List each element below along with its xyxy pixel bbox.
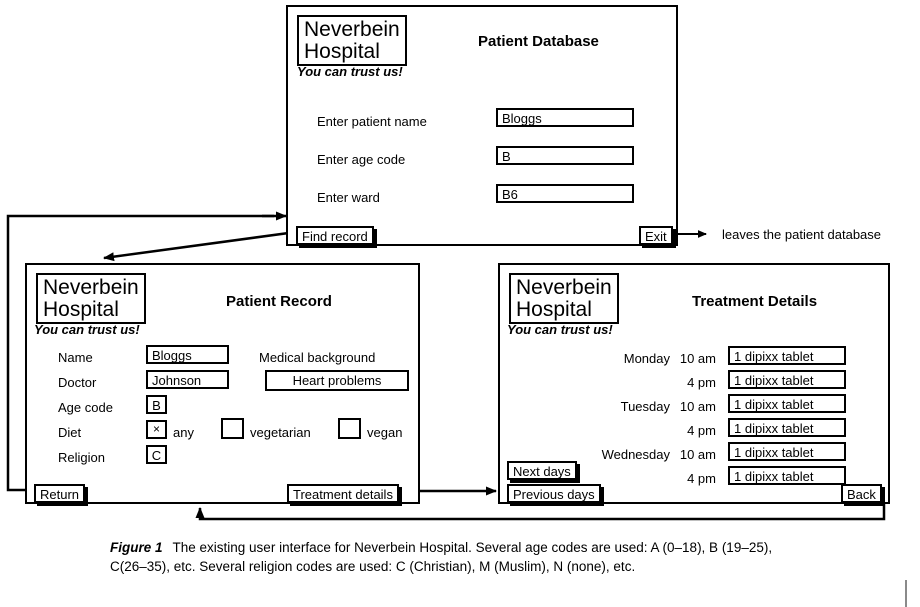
diet-any-checkbox[interactable]: × <box>146 420 167 439</box>
brand-line-2: Hospital <box>304 40 380 63</box>
exit-annotation: leaves the patient database <box>722 227 882 242</box>
treatment-details-button[interactable]: Treatment details <box>287 484 399 503</box>
find-record-button[interactable]: Find record <box>296 226 374 245</box>
schedule-time: 10 am <box>679 351 716 366</box>
patient-name-label: Enter patient name <box>317 114 427 129</box>
next-days-button[interactable]: Next days <box>507 461 577 480</box>
hospital-slogan: You can trust us! <box>34 322 140 337</box>
page-title: Treatment Details <box>692 293 818 310</box>
schedule-dose-input[interactable]: 1 dipixx tablet <box>728 418 846 437</box>
diet-vegan-checkbox[interactable] <box>338 418 361 439</box>
schedule-dose-input[interactable]: 1 dipixx tablet <box>728 394 846 413</box>
brand-line-2: Hospital <box>43 298 119 321</box>
brand-line-1: Neverbein <box>304 18 400 41</box>
schedule-dose-input[interactable]: 1 dipixx tablet <box>728 346 846 365</box>
hospital-logo: Neverbein Hospital <box>36 273 146 324</box>
name-label: Name <box>58 350 93 365</box>
figure-number: Figure 1 <box>110 540 163 555</box>
ward-input[interactable]: B6 <box>496 184 634 203</box>
age-code-input[interactable]: B <box>496 146 634 165</box>
hospital-slogan: You can trust us! <box>297 64 403 79</box>
religion-input[interactable]: C <box>146 445 167 464</box>
checkbox-mark: × <box>152 422 160 436</box>
figure-caption-text: The existing user interface for Neverbei… <box>110 540 773 574</box>
schedule-dose-input[interactable]: 1 dipixx tablet <box>728 442 846 461</box>
brand-line-1: Neverbein <box>516 276 612 299</box>
schedule-time: 4 pm <box>687 471 716 486</box>
medical-background-label: Medical background <box>259 350 376 365</box>
schedule-time: 4 pm <box>687 423 716 438</box>
previous-days-button[interactable]: Previous days <box>507 484 601 503</box>
schedule-time: 10 am <box>679 447 716 462</box>
patient-name-input[interactable]: Bloggs <box>496 108 634 127</box>
diet-label: Diet <box>58 425 82 440</box>
page-title: Patient Record <box>226 293 332 310</box>
hospital-logo: Neverbein Hospital <box>509 273 619 324</box>
doctor-label: Doctor <box>58 375 97 390</box>
brand-line-1: Neverbein <box>43 276 139 299</box>
name-input[interactable]: Bloggs <box>146 345 229 364</box>
age-code-label: Enter age code <box>317 152 406 167</box>
exit-button[interactable]: Exit <box>639 226 673 245</box>
brand-line-2: Hospital <box>516 298 592 321</box>
wire-find-to-record <box>103 230 297 262</box>
schedule-dose-input[interactable]: 1 dipixx tablet <box>728 466 846 485</box>
medical-background-input[interactable]: Heart problems <box>265 370 409 391</box>
schedule-day: Wednesday <box>601 447 670 462</box>
hospital-slogan: You can trust us! <box>507 322 613 337</box>
age-code-label: Age code <box>58 400 113 415</box>
schedule-day: Tuesday <box>620 399 670 414</box>
diet-vegetarian-checkbox[interactable] <box>221 418 244 439</box>
schedule-dose-input[interactable]: 1 dipixx tablet <box>728 370 846 389</box>
age-code-input[interactable]: B <box>146 395 167 414</box>
religion-label: Religion <box>58 450 105 465</box>
schedule-time: 10 am <box>679 399 716 414</box>
diet-vegetarian-label: vegetarian <box>250 425 311 440</box>
doctor-input[interactable]: Johnson <box>146 370 229 389</box>
back-button[interactable]: Back <box>841 484 882 503</box>
patient-record-window: Neverbein Hospital You can trust us! Pat… <box>25 263 420 504</box>
diet-any-label: any <box>173 425 194 440</box>
schedule-time: 4 pm <box>687 375 716 390</box>
hospital-logo: Neverbein Hospital <box>297 15 407 66</box>
page-edge-hairline <box>905 580 907 607</box>
schedule-day: Monday <box>623 351 670 366</box>
treatment-details-window: Neverbein Hospital You can trust us! Tre… <box>498 263 890 504</box>
ward-label: Enter ward <box>317 190 380 205</box>
page-title: Patient Database <box>478 33 599 50</box>
return-button[interactable]: Return <box>34 484 86 503</box>
diet-vegan-label: vegan <box>367 425 403 440</box>
patient-database-window: Neverbein Hospital You can trust us! Pat… <box>286 5 678 246</box>
